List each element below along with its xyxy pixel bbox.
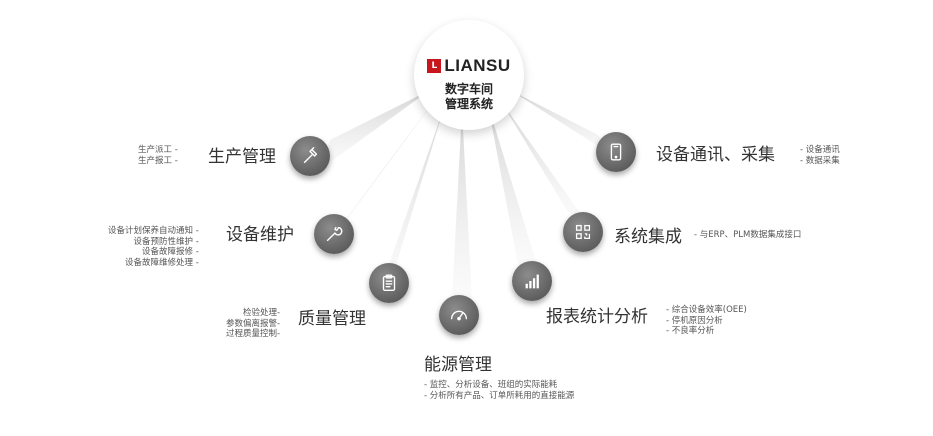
- reports-note: - 不良率分析: [666, 326, 715, 336]
- comms-label: 设备通讯、采集: [656, 145, 775, 165]
- quality-note: 检验处理-: [243, 308, 281, 318]
- ray-reports: [488, 105, 538, 268]
- ray-quality: [380, 105, 445, 290]
- logo-mark-icon: L: [427, 59, 442, 73]
- clipboard-icon: [382, 274, 396, 292]
- logo-text: LIANSU: [444, 56, 511, 75]
- reports-node[interactable]: [512, 261, 552, 301]
- hub-title: 数字车间 管理系统: [414, 82, 524, 112]
- energy-label: 能源管理: [424, 355, 492, 375]
- comms-node[interactable]: [596, 132, 636, 172]
- ray-comms: [510, 90, 612, 155]
- reports-notes: - 综合设备效率(OEE) - 停机原因分析 - 不良率分析: [666, 305, 747, 337]
- maintenance-note: 设备故障维修处理 -: [125, 257, 199, 268]
- comms-note: - 数据采集: [800, 155, 840, 166]
- ray-integration: [500, 100, 585, 220]
- energy-note: - 监控、分析设备、班组的实际能耗: [424, 380, 558, 390]
- qr-code-icon: [575, 224, 591, 240]
- production-label: 生产管理: [208, 147, 276, 167]
- production-note: 生产报工 -: [138, 155, 178, 166]
- energy-note: - 分析所有产品、订单所耗用的直接能源: [424, 390, 575, 401]
- comms-note: - 设备通讯: [800, 145, 840, 155]
- maintenance-note: 设备计划保养自动通知 -: [108, 226, 199, 236]
- quality-note: 参数偏离报警-: [226, 318, 281, 329]
- mobile-device-icon: [610, 143, 622, 161]
- ray-energy: [452, 110, 472, 300]
- maintenance-note: 设备故障报修 -: [142, 247, 199, 257]
- hub-title-line2: 管理系统: [444, 97, 493, 111]
- integration-note: - 与ERP、PLM数据集成接口: [694, 230, 802, 240]
- quality-label: 质量管理: [298, 309, 366, 329]
- maintenance-label: 设备维护: [226, 225, 294, 245]
- production-notes: 生产派工 - 生产报工 -: [138, 145, 178, 166]
- reports-note: - 综合设备效率(OEE): [666, 305, 747, 315]
- maintenance-node[interactable]: [314, 214, 354, 254]
- reports-note: - 停机原因分析: [666, 315, 723, 326]
- energy-notes: - 监控、分析设备、班组的实际能耗 - 分析所有产品、订单所耗用的直接能源: [424, 380, 574, 401]
- quality-node[interactable]: [369, 263, 409, 303]
- energy-node[interactable]: [439, 295, 479, 335]
- integration-label: 系统集成: [614, 227, 682, 247]
- ray-production: [322, 90, 430, 168]
- integration-node[interactable]: [563, 212, 603, 252]
- ray-maintenance: [330, 100, 435, 240]
- quality-note: 过程质量控制-: [226, 329, 281, 339]
- quality-notes: 检验处理- 参数偏离报警- 过程质量控制-: [226, 308, 280, 340]
- wrench-icon: [326, 226, 343, 242]
- integration-notes: - 与ERP、PLM数据集成接口: [694, 230, 801, 241]
- production-node[interactable]: [290, 136, 330, 176]
- maintenance-notes: 设备计划保养自动通知 - 设备预防性维护 - 设备故障报修 - 设备故障维修处理…: [108, 226, 199, 268]
- production-note: 生产派工 -: [138, 145, 178, 155]
- hub-title-line1: 数字车间: [444, 82, 493, 96]
- reports-label: 报表统计分析: [546, 307, 648, 327]
- gauge-icon: [450, 310, 468, 321]
- liansu-logo: L LIANSU: [414, 56, 524, 76]
- hub-circle: L LIANSU 数字车间 管理系统: [414, 20, 524, 130]
- comms-notes: - 设备通讯 - 数据采集: [800, 145, 840, 166]
- bar-chart-icon: [525, 274, 539, 289]
- hammer-icon: [303, 147, 318, 164]
- maintenance-note: 设备预防性维护 -: [133, 236, 199, 247]
